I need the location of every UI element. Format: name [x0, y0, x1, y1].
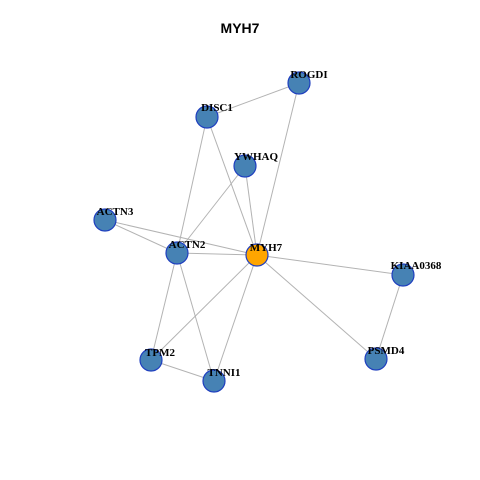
edge-actn3-actn2	[104, 219, 178, 254]
node-label-disc1: DISC1	[201, 102, 233, 114]
node-label-psmd4: PSMD4	[368, 345, 405, 357]
edge-actn3-myh7	[104, 219, 258, 256]
node-label-actn2: ACTN2	[169, 239, 206, 251]
diagram-title: MYH7	[220, 20, 260, 36]
edge-rogdi-disc1	[206, 82, 300, 118]
node-psmd4	[364, 347, 388, 371]
node-label-kiaa0368: KIAA0368	[391, 260, 442, 272]
edge-ywhaq-actn2	[176, 165, 246, 254]
edge-disc1-myh7	[206, 116, 258, 256]
node-label-ywhaq: YWHAQ	[234, 151, 278, 163]
node-label-tnni1: TNNI1	[207, 367, 240, 379]
edge-kiaa0368-psmd4	[375, 274, 404, 360]
node-ywhaq	[233, 154, 257, 178]
edge-myh7-tpm2	[150, 254, 258, 361]
node-tnni1	[202, 369, 226, 393]
node-label-rogdi: ROGDI	[290, 69, 327, 81]
edge-actn2-tnni1	[176, 252, 215, 382]
edge-disc1-actn2	[176, 116, 208, 254]
node-rogdi	[287, 71, 311, 95]
node-disc1	[195, 105, 219, 129]
node-actn2	[165, 241, 189, 265]
edge-myh7-kiaa0368	[256, 254, 404, 276]
edge-actn2-tpm2	[150, 252, 178, 361]
edge-myh7-psmd4	[256, 254, 377, 360]
node-label-actn3: ACTN3	[97, 206, 134, 218]
edge-actn2-myh7	[176, 252, 258, 256]
edge-myh7-tnni1	[213, 254, 258, 382]
edges-layer	[104, 82, 404, 382]
edge-rogdi-myh7	[256, 82, 300, 256]
node-label-tpm2: TPM2	[145, 347, 175, 359]
edge-ywhaq-myh7	[244, 165, 258, 256]
node-label-myh7: MYH7	[250, 242, 283, 254]
node-kiaa0368	[391, 263, 415, 287]
node-myh7	[245, 243, 269, 267]
node-actn3	[93, 208, 117, 232]
node-tpm2	[139, 348, 163, 372]
